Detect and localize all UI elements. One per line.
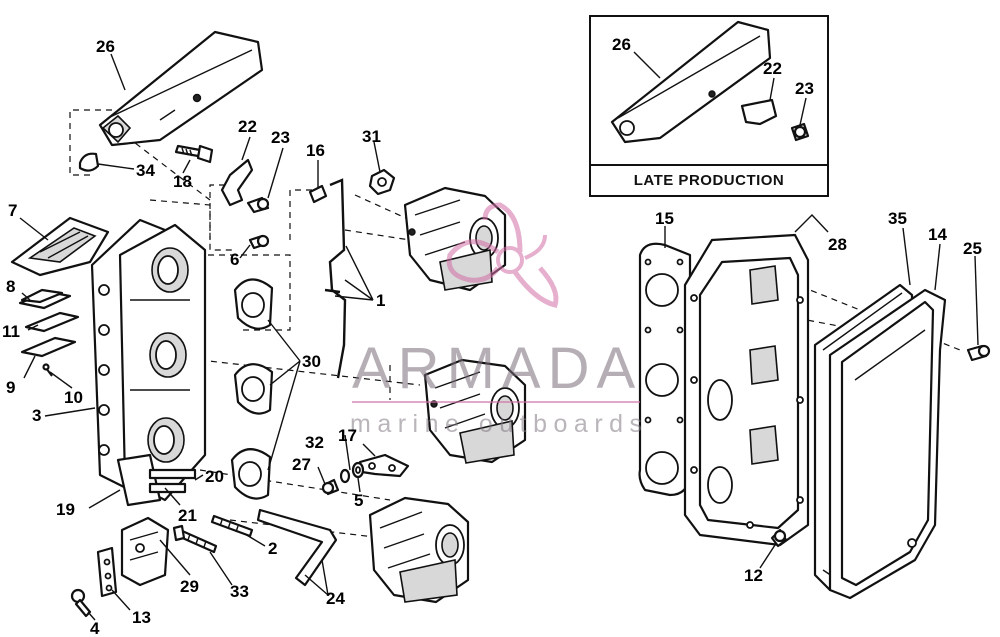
callout-30: 30 <box>302 352 321 371</box>
callout-25: 25 <box>963 239 982 258</box>
silencer-base-28 <box>683 233 810 547</box>
intake-manifold-3 <box>90 218 207 507</box>
callout-28: 28 <box>828 235 847 254</box>
callout-1: 1 <box>376 291 386 310</box>
callout-27: 27 <box>292 455 311 474</box>
callout-4: 4 <box>90 619 100 637</box>
reed-stop-11 <box>24 311 80 333</box>
screw-12 <box>770 528 788 548</box>
watermark-subtitle: marine outboards <box>350 410 649 438</box>
callout-17: 17 <box>338 426 357 445</box>
callout-24: 24 <box>326 589 345 608</box>
linkage-rod-1 <box>324 178 347 379</box>
bracket-26 <box>98 30 264 147</box>
callout-19: 19 <box>56 500 75 519</box>
carburetor-lower <box>368 496 470 604</box>
callout-15: 15 <box>655 209 674 228</box>
callout-13: 13 <box>132 608 151 627</box>
plug-34 <box>78 152 100 172</box>
callout-20: 20 <box>205 467 224 486</box>
callout-21: 21 <box>178 506 197 525</box>
callout-6: 6 <box>230 250 240 269</box>
callout-7: 7 <box>8 201 18 220</box>
callout-26-inset: 26 <box>612 35 631 54</box>
reed-petals-8 <box>18 288 72 310</box>
inset-label: LATE PRODUCTION <box>633 172 785 189</box>
pins-20-21 <box>148 468 197 494</box>
bolt-33 <box>172 524 218 554</box>
callout-5: 5 <box>354 491 364 510</box>
callout-16: 16 <box>306 141 325 160</box>
clip-22 <box>220 158 254 207</box>
bolt-18 <box>174 144 214 164</box>
callout-18: 18 <box>173 172 192 191</box>
plate-13 <box>96 546 118 598</box>
screw-25 <box>966 344 991 362</box>
bracket-29 <box>120 516 170 587</box>
linkage-plate-17 <box>358 453 410 478</box>
late-production-inset <box>589 15 829 197</box>
callout-35: 35 <box>888 209 907 228</box>
reed-plate-9 <box>20 336 77 358</box>
gaskets-30 <box>230 278 274 500</box>
screw-4 <box>70 588 92 618</box>
callout-23: 23 <box>271 128 290 147</box>
reed-block-7 <box>10 216 110 277</box>
callout-2: 2 <box>268 539 278 558</box>
fitting-16 <box>308 184 328 204</box>
screw-10 <box>42 363 53 377</box>
callout-29: 29 <box>180 577 199 596</box>
washer-5 <box>351 461 365 479</box>
callout-31: 31 <box>362 127 381 146</box>
callout-10: 10 <box>64 388 83 407</box>
hose-24 <box>256 508 338 587</box>
callout-22-inset: 22 <box>763 59 782 78</box>
watermark-title: ARMADA <box>352 336 643 401</box>
watermark-emblem <box>446 202 559 308</box>
silencer-cover-14 <box>828 288 947 600</box>
carburetor-middle <box>423 358 527 464</box>
callout-8: 8 <box>6 277 16 296</box>
callout-34: 34 <box>136 161 155 180</box>
bolt-2 <box>210 514 254 538</box>
callout-33: 33 <box>230 582 249 601</box>
callout-14: 14 <box>928 225 947 244</box>
callout-11: 11 <box>2 322 20 341</box>
callout-12: 12 <box>744 566 763 585</box>
callout-22: 22 <box>238 117 257 136</box>
leader-lines <box>19 51 979 621</box>
screw-6 <box>248 234 270 250</box>
callout-23-inset: 23 <box>795 79 814 98</box>
gasket-15 <box>638 242 692 497</box>
callout-9: 9 <box>6 378 16 397</box>
nut-31 <box>368 168 396 196</box>
screw-23 <box>246 196 270 214</box>
screw-27 <box>321 478 340 496</box>
callout-32: 32 <box>305 433 324 452</box>
callout-3: 3 <box>32 406 42 425</box>
callout-26: 26 <box>96 37 115 56</box>
washer-32 <box>339 468 351 484</box>
